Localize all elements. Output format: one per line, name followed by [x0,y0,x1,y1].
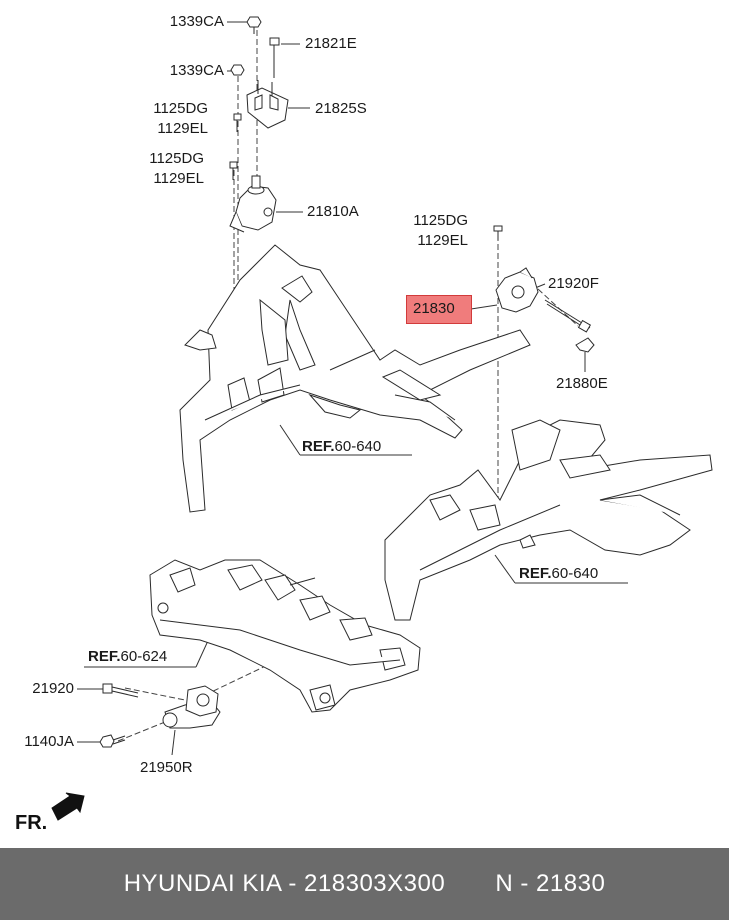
front-arrow-icon [51,792,85,821]
front-direction-label: FR. [15,812,48,834]
label-1339ca-top: 1339CA [169,13,224,30]
label-1129el-b: 1129EL [153,170,204,187]
transmission-mount-21830-icon [493,225,539,313]
label-21825s: 21825S [315,100,367,117]
ref-prefix: REF. [88,648,121,665]
label-1140ja: 1140JA [24,733,74,750]
footer-diagram-number: N - 21830 [495,870,606,897]
label-1125dg-c: 1125DG [413,212,468,229]
bolt-21920f-icon [544,299,592,333]
bolt-1125dg-b-icon [229,161,238,180]
roll-stopper-21950r-icon [162,685,221,729]
label-21810a: 21810A [307,203,359,220]
ref-number: 60-640 [551,565,599,582]
bracket-21880e-icon [575,337,595,353]
engine-mount-21810a-icon [229,175,277,233]
label-1339ca-mid: 1339CA [169,62,224,79]
label-1129el-a: 1129EL [157,120,208,137]
label-21830-highlighted: 21830 [413,300,455,317]
ref-prefix: REF. [302,438,335,455]
bolt-21920-icon [102,683,139,698]
ref-prefix: REF. [519,565,552,582]
ref-number: 60-624 [120,648,168,665]
label-1129el-c: 1129EL [417,232,468,249]
bolt-1140ja-icon [99,734,126,748]
front-side-member-right-icon [384,419,713,621]
ref-number: 60-640 [334,438,382,455]
footer-brand-part-number: HYUNDAI KIA - 218303X300 [123,870,446,897]
label-21821e: 21821E [305,35,357,52]
bolt-21821e-icon [269,37,280,78]
label-21950r: 21950R [140,759,193,776]
label-1125dg-b: 1125DG [149,150,204,167]
front-side-member-left-icon [179,244,531,513]
label-ref-60-624: REF.60-624 [88,648,167,666]
label-21880e: 21880E [556,375,608,392]
label-21920: 21920 [32,680,74,697]
label-ref-60-640-left: REF.60-640 [302,438,381,456]
label-21920f: 21920F [548,275,599,292]
label-ref-60-640-right: REF.60-640 [519,565,598,583]
part-number-footer: HYUNDAI KIA - 218303X300 N - 21830 [0,848,729,920]
bracket-21825s-icon [246,80,289,129]
label-1125dg-a: 1125DG [153,100,208,117]
bolt-1339ca-icon [246,16,262,34]
nut-1339ca-icon [230,64,245,76]
highlight-box [406,295,472,324]
bolt-1125dg-a-icon [233,113,242,132]
sub-frame-icon [149,559,421,713]
parts-diagram [51,16,713,821]
